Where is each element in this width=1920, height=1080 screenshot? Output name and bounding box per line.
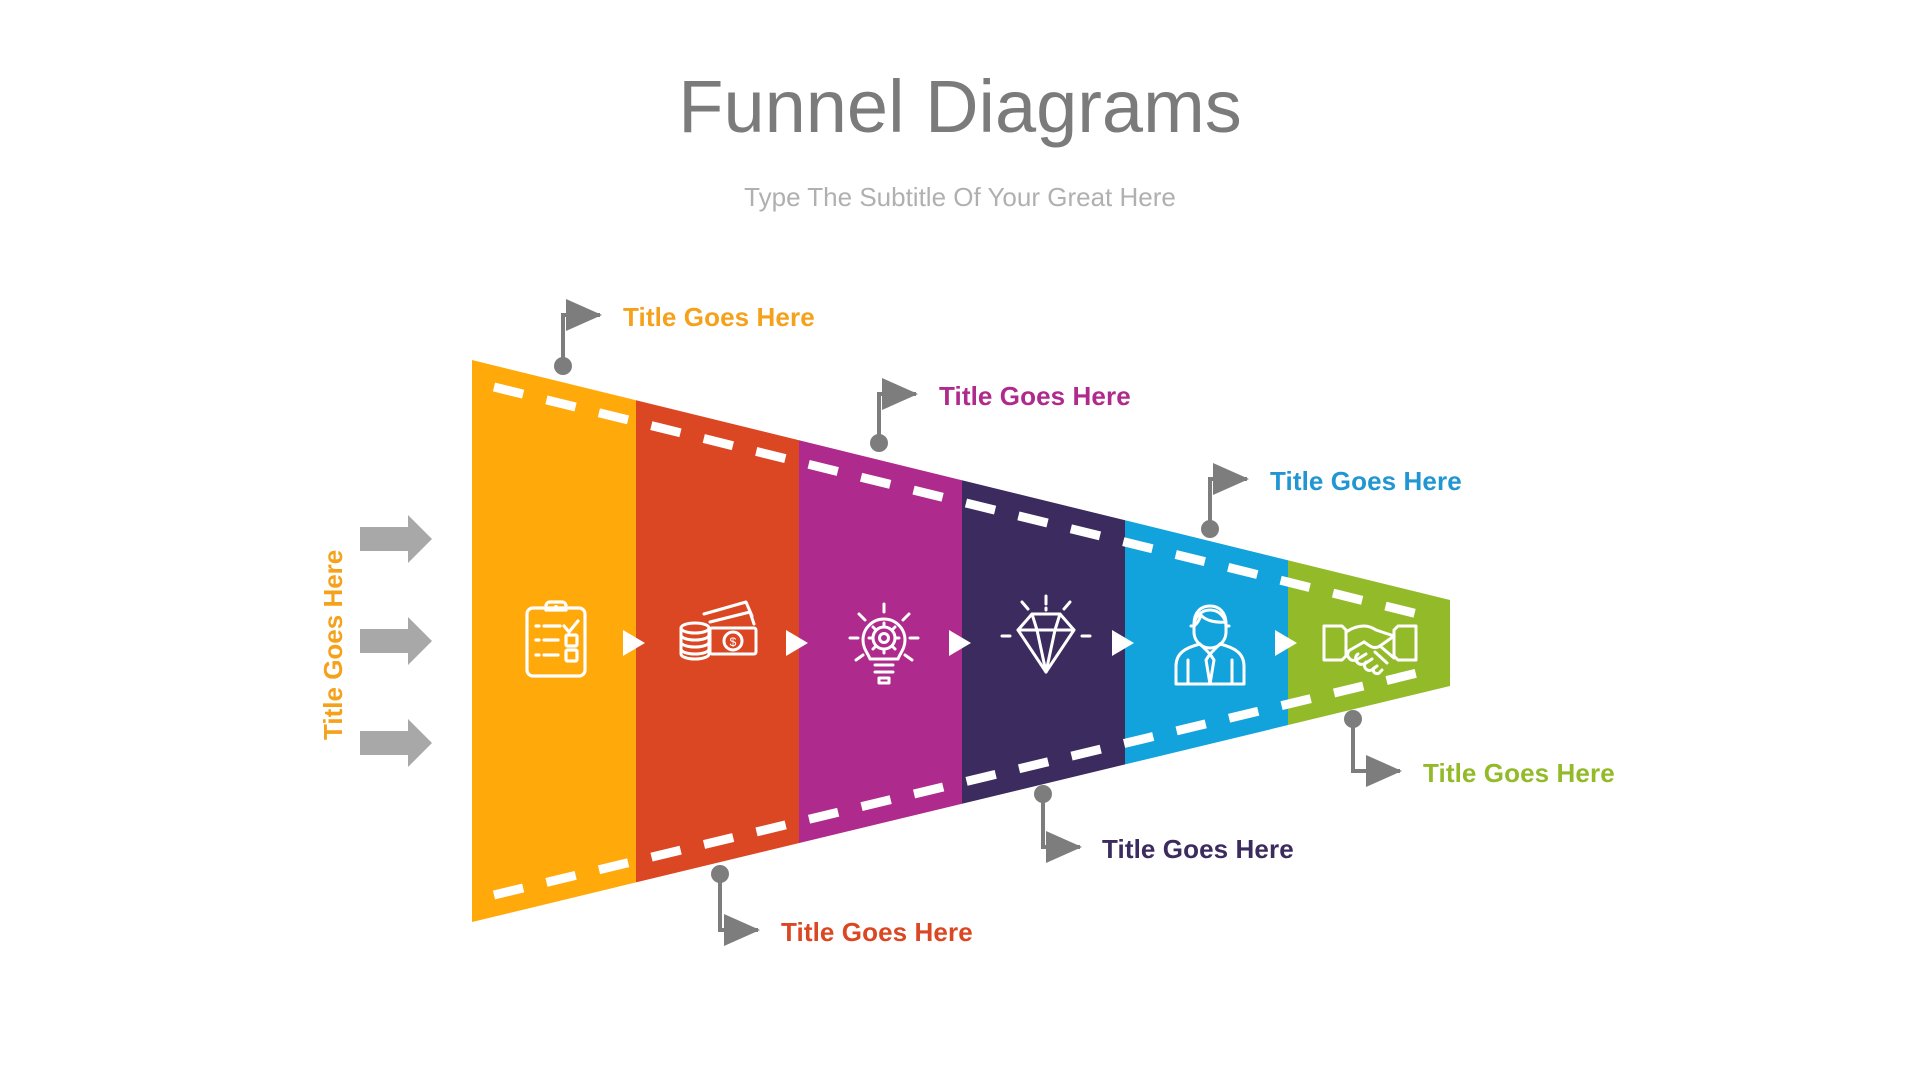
svg-text:$: $	[730, 635, 737, 649]
divider-arrow-1	[623, 630, 645, 656]
businessman-icon	[1174, 604, 1246, 686]
callout-label-2[interactable]: Title Goes Here	[939, 381, 1131, 411]
callout-label-5[interactable]: Title Goes Here	[1102, 834, 1294, 864]
callout-connector-2	[870, 378, 918, 452]
funnel-segment-5[interactable]	[1125, 340, 1288, 940]
funnel-body	[472, 340, 1468, 940]
divider-arrow-5	[1275, 630, 1297, 656]
funnel-segment-6[interactable]	[1288, 340, 1468, 940]
callout-label-4[interactable]: Title Goes Here	[1423, 758, 1615, 788]
callout-connector-5	[1034, 785, 1082, 863]
lightbulb-gear-icon	[848, 602, 920, 685]
callout-label-1[interactable]: Title Goes Here	[623, 302, 815, 332]
diamond-icon	[1000, 594, 1092, 674]
inflow-arrows	[360, 515, 432, 767]
segment-dividers	[623, 630, 1297, 656]
divider-arrow-2	[786, 630, 808, 656]
callout-connectors	[554, 299, 1402, 946]
clipboard-checklist-icon	[525, 600, 587, 678]
page-title: Funnel Diagrams	[678, 65, 1242, 148]
divider-arrow-3	[949, 630, 971, 656]
inflow-arrow-3	[360, 719, 432, 767]
inflow-arrow-2	[360, 617, 432, 665]
callout-label-3[interactable]: Title Goes Here	[1270, 466, 1462, 496]
callout-connector-6	[711, 865, 760, 946]
divider-arrow-4	[1112, 630, 1134, 656]
handshake-icon	[1322, 624, 1418, 676]
inflow-arrow-1	[360, 515, 432, 563]
page-subtitle: Type The Subtitle Of Your Great Here	[744, 182, 1176, 212]
callout-label-6[interactable]: Title Goes Here	[781, 917, 973, 947]
callout-connector-4	[1344, 710, 1402, 787]
funnel-segment-4[interactable]	[962, 340, 1125, 940]
money-cash-icon: $	[679, 600, 758, 661]
callout-connector-3	[1201, 463, 1249, 538]
callout-connector-1	[554, 299, 602, 375]
